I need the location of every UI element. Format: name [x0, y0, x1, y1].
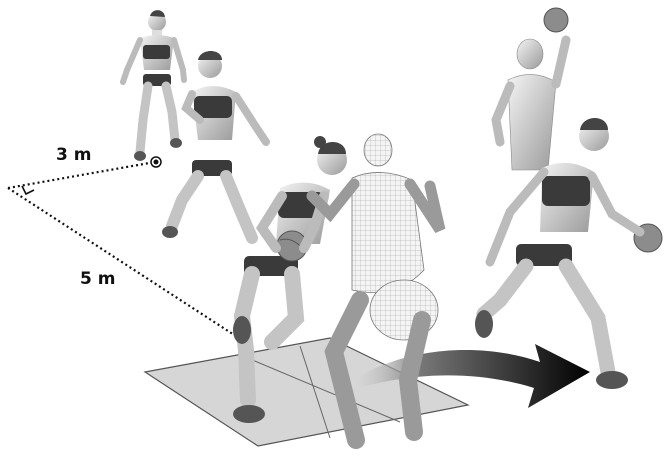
right-angle-icon: [22, 186, 34, 194]
start-dot-icon: [151, 157, 161, 167]
player-sidestep: [475, 118, 662, 389]
label-5m: 5 m: [80, 269, 115, 289]
skinless-figure: [496, 8, 568, 170]
player-start: [123, 10, 184, 161]
label-3m: 3 m: [56, 145, 91, 165]
dotted-path: [8, 162, 245, 342]
